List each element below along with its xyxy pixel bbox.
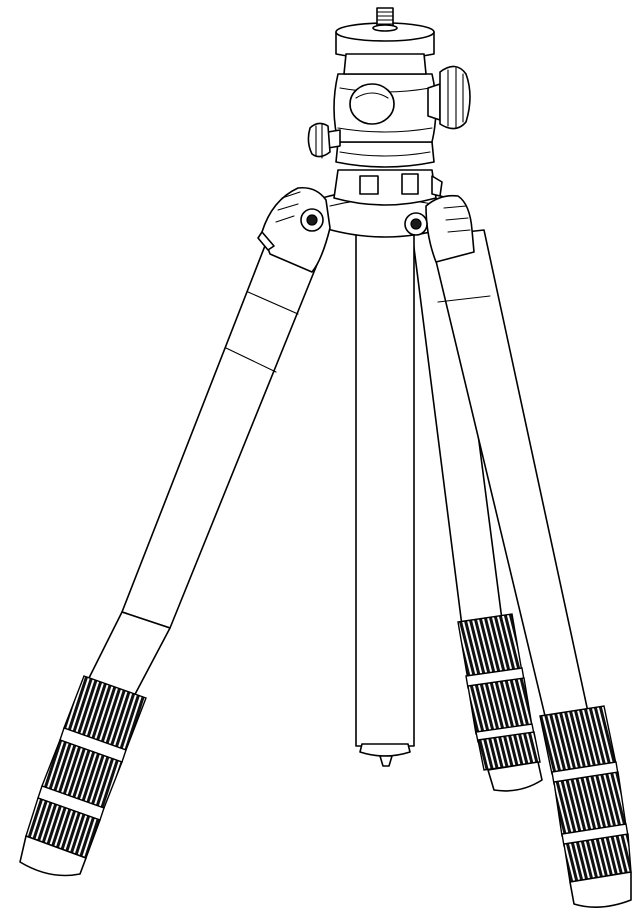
ball-head [307, 7, 471, 168]
clamp-notch-right [401, 173, 419, 195]
leg-left-foot [19, 835, 87, 877]
mounting-screw [372, 7, 398, 32]
clamp-tab [431, 175, 443, 197]
leg-left-angle-lock [257, 186, 331, 273]
leg-right-grips [539, 705, 632, 883]
leg-left-collar-line [247, 291, 299, 315]
ball-head-lock-knob [427, 65, 471, 130]
center-column [355, 227, 415, 767]
ball-head-base [335, 141, 435, 168]
leg-left-upper-tube [121, 237, 319, 629]
ball-head-slot [349, 83, 395, 125]
leg-right-collar-line [437, 295, 491, 303]
leg-right-angle-lock [404, 194, 475, 263]
leg-right-foot [569, 871, 632, 908]
leg-middle-foot [487, 761, 543, 792]
column-clamp-ring [333, 169, 437, 206]
center-column-hook [379, 755, 393, 767]
leg-left-joint-line [225, 347, 277, 373]
leg-left-grips [25, 675, 147, 859]
leg-middle-grips [457, 613, 541, 771]
leg-right [429, 229, 632, 908]
center-column-cap [359, 743, 411, 757]
center-column-tube [355, 227, 415, 747]
ball-head-neck [343, 53, 427, 75]
leg-left [19, 237, 319, 877]
leg-middle [411, 231, 543, 792]
clamp-notch-left [359, 175, 379, 195]
ball-head-pan-knob [307, 122, 341, 159]
